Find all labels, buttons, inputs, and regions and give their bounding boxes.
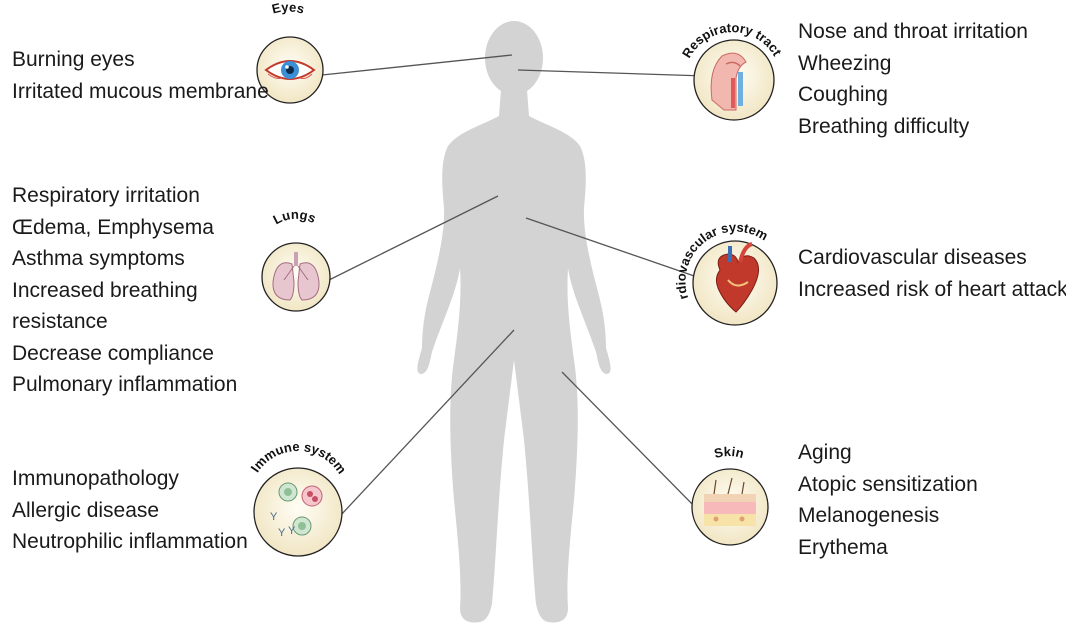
effect-item: Allergic disease [12,495,248,527]
effect-item: Œdema, Emphysema [12,212,237,244]
effect-item: Immunopathology [12,463,248,495]
organ-circle [254,468,342,556]
effect-item: Erythema [798,532,978,564]
effect-item: Irritated mucous membrane [12,76,269,108]
effect-item: Asthma symptoms [12,243,237,275]
effect-item: Breathing difficulty [798,111,1028,143]
organ-badge-lungs: Lungs [262,207,330,311]
effect-item: Burning eyes [12,44,269,76]
effect-item: Increased breathing [12,275,237,307]
human-body-silhouette [417,21,610,622]
connector-eyes [322,55,512,75]
effect-item: Pulmonary inflammation [12,369,237,401]
organ-title-skin: Skin [713,444,746,461]
effect-item: Coughing [798,79,1028,111]
effect-item: Melanogenesis [798,500,978,532]
organ-badge-immune: Y Y Y Immune system [248,439,350,556]
organ-badge-respiratory: Respiratory tract [679,20,785,120]
effect-item: Wheezing [798,48,1028,80]
effect-item: Neutrophilic inflammation [12,526,248,558]
organ-title-eyes: Eyes [270,0,306,17]
effect-item: Respiratory irritation [12,180,237,212]
connector-respiratory [518,70,706,76]
svg-text:Y: Y [278,527,286,539]
effect-item: Decrease compliance [12,338,237,370]
effect-item: Aging [798,437,978,469]
connector-skin [562,372,700,512]
effect-item: Increased risk of heart attacks [798,274,1066,306]
organ-badge-skin: Skin [692,444,768,545]
effect-item: resistance [12,306,237,338]
effect-item: Nose and throat irritation [798,16,1028,48]
organ-title-lungs: Lungs [271,207,319,228]
effect-item: Atopic sensitization [798,469,978,501]
body-head [485,21,543,95]
body-torso [417,90,610,622]
svg-text:Y: Y [288,525,296,537]
svg-text:Y: Y [270,511,278,523]
effect-item: Cardiovascular diseases [798,242,1066,274]
